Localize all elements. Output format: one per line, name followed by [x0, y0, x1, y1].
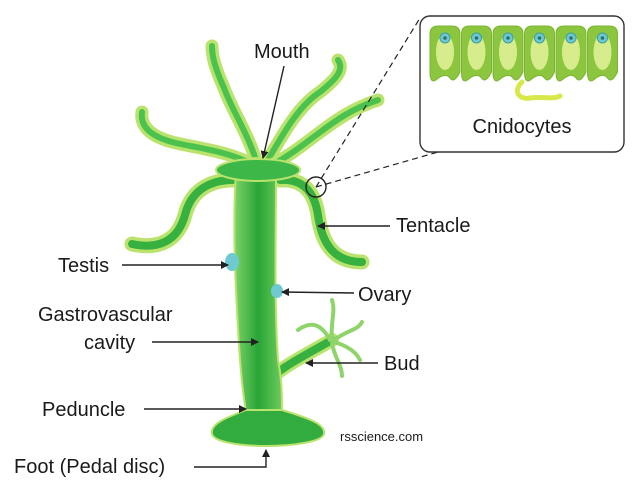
foot-leader	[194, 449, 270, 468]
bud-label: Bud	[384, 353, 420, 375]
cnidocyte-cell	[429, 25, 461, 82]
gastrovascular-label-line1: Gastrovascular	[38, 304, 173, 326]
testis-bump	[225, 253, 239, 271]
peduncle-label: Peduncle	[42, 399, 125, 421]
magnify-circle	[305, 176, 327, 198]
testis-label: Testis	[58, 255, 109, 277]
annotations: Mouth Tentacle Testis Ovary Gastrovascul…	[14, 41, 471, 478]
cnidocyte-inset: Cnidocytes	[305, 15, 625, 198]
ovary-label: Ovary	[358, 284, 411, 306]
foot-label: Foot (Pedal disc)	[14, 456, 165, 478]
mouth-label: Mouth	[254, 41, 310, 63]
gastrovascular-label-line2: cavity	[84, 332, 135, 354]
mouth-leader	[260, 65, 285, 159]
tentacles	[124, 39, 385, 270]
credit-text: rsscience.com	[340, 429, 423, 444]
ovary-bump	[271, 284, 283, 298]
ovary-leader	[281, 288, 355, 297]
cnidocyte-cell	[461, 25, 492, 82]
tentacle-label: Tentacle	[396, 215, 471, 237]
cnidocyte-cell	[492, 25, 524, 82]
cnidocyte-cell	[555, 25, 587, 82]
cnidocyte-cells	[429, 25, 618, 82]
cnidocyte-cell	[587, 25, 618, 82]
cnidocyte-cell	[524, 25, 555, 82]
cnidocil-thread	[515, 79, 563, 101]
pedal-disc	[210, 409, 326, 448]
hydra-body	[124, 39, 385, 448]
cnidocytes-label: Cnidocytes	[473, 116, 572, 138]
